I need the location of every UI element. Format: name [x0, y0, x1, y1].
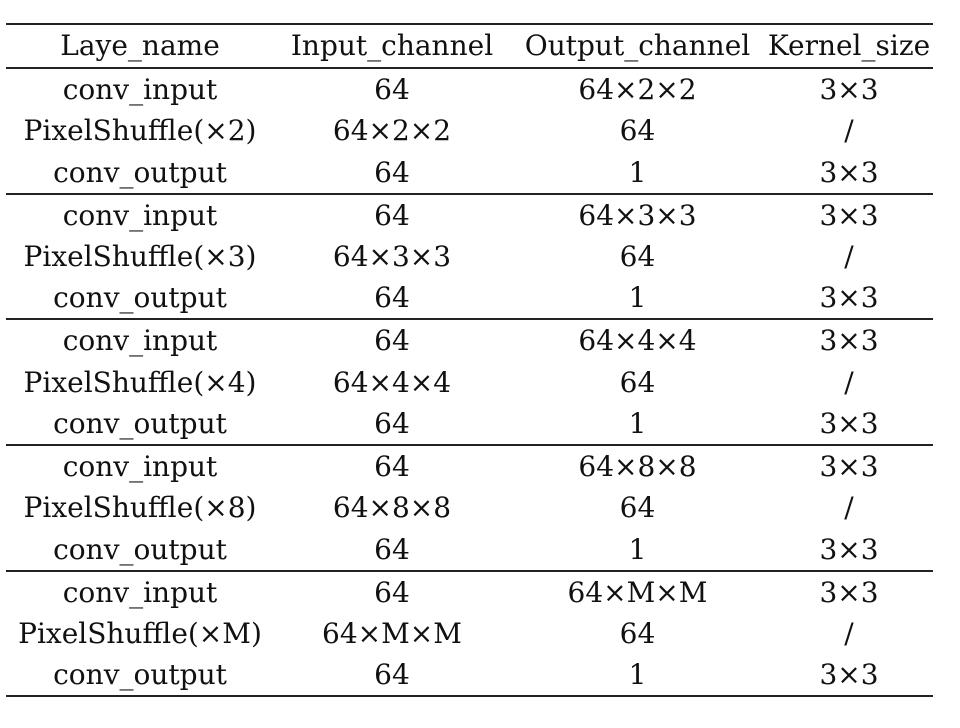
table-row: PixelShuffle(×M) 64×M×M 64 / — [6, 613, 933, 655]
table-body: conv_input 64 64×2×2 3×3 PixelShuffle(×2… — [6, 68, 933, 698]
cell-layer-name: conv_input — [62, 575, 218, 609]
cell-output-channel: 64×3×3 — [578, 198, 697, 232]
cell-input-channel: 64×M×M — [322, 617, 462, 651]
cell-kernel-size: 3×3 — [819, 324, 879, 358]
cell-layer-name: PixelShuffle(×8) — [23, 491, 257, 525]
table-row: conv_output 64 1 3×3 — [6, 403, 933, 447]
cell-input-channel: 64 — [374, 324, 410, 358]
layer-config-table: Laye_name Input_channel Output_channel K… — [6, 23, 933, 698]
cell-input-channel: 64 — [374, 575, 410, 609]
cell-input-channel: 64 — [374, 450, 410, 484]
cell-kernel-size: 3×3 — [765, 528, 933, 572]
table-header: Laye_name Input_channel Output_channel K… — [6, 23, 933, 69]
cell-input-channel: 64×8×8 — [332, 491, 452, 525]
cell-kernel-size: 3×3 — [765, 403, 933, 447]
cell-input-channel: 64 — [374, 198, 410, 232]
cell-layer-name: PixelShuffle(×M) — [18, 617, 262, 651]
table-row: conv_output 64 1 3×3 — [6, 151, 933, 195]
header-output-channel: Output_channel — [510, 23, 765, 69]
header-input-channel: Input_channel — [274, 23, 510, 69]
header-row: Laye_name Input_channel Output_channel K… — [6, 23, 933, 69]
cell-layer-name: conv_input — [62, 198, 218, 232]
cell-input-channel: 64×3×3 — [332, 240, 452, 274]
cell-input-channel: 64 — [274, 277, 510, 321]
layer-config-table-container: Laye_name Input_channel Output_channel K… — [6, 23, 933, 698]
cell-input-channel: 64 — [274, 654, 510, 698]
cell-output-channel: 1 — [510, 654, 765, 698]
table-row: PixelShuffle(×2) 64×2×2 64 / — [6, 110, 933, 152]
cell-kernel-size: 3×3 — [819, 575, 879, 609]
cell-output-channel: 1 — [510, 151, 765, 195]
table-row: PixelShuffle(×4) 64×4×4 64 / — [6, 361, 933, 403]
table-row: PixelShuffle(×8) 64×8×8 64 / — [6, 487, 933, 529]
cell-kernel-size: / — [844, 114, 854, 148]
cell-kernel-size: 3×3 — [765, 654, 933, 698]
cell-input-channel: 64 — [274, 151, 510, 195]
cell-layer-name: conv_input — [62, 73, 218, 106]
cell-output-channel: 1 — [510, 403, 765, 447]
cell-output-channel: 64 — [619, 240, 656, 274]
table-row: conv_input 64 64×4×4 3×3 — [6, 319, 933, 361]
cell-output-channel: 64×2×2 — [578, 73, 697, 106]
cell-input-channel: 64 — [274, 528, 510, 572]
cell-input-channel: 64 — [374, 73, 410, 106]
cell-output-channel: 64 — [619, 491, 656, 525]
cell-output-channel: 64×M×M — [567, 575, 708, 609]
cell-kernel-size: 3×3 — [819, 450, 879, 484]
cell-input-channel: 64×2×2 — [332, 114, 452, 148]
cell-input-channel: 64×4×4 — [332, 365, 452, 399]
cell-layer-name: conv_output — [6, 277, 274, 321]
cell-output-channel: 64 — [619, 365, 656, 399]
cell-output-channel: 1 — [510, 277, 765, 321]
cell-kernel-size: / — [844, 240, 854, 274]
table-row: conv_input 64 64×M×M 3×3 — [6, 571, 933, 613]
cell-layer-name: PixelShuffle(×3) — [23, 240, 257, 274]
cell-layer-name: conv_output — [6, 528, 274, 572]
cell-kernel-size: 3×3 — [765, 151, 933, 195]
cell-kernel-size: / — [844, 491, 854, 525]
cell-layer-name: conv_output — [6, 403, 274, 447]
cell-layer-name: conv_input — [62, 324, 218, 358]
header-layer-name: Laye_name — [6, 23, 274, 69]
table-row: PixelShuffle(×3) 64×3×3 64 / — [6, 236, 933, 278]
table-row: conv_input 64 64×8×8 3×3 — [6, 445, 933, 487]
cell-layer-name: PixelShuffle(×4) — [23, 365, 257, 399]
cell-layer-name: conv_input — [62, 450, 218, 484]
cell-output-channel: 64 — [619, 617, 656, 651]
cell-kernel-size: / — [844, 617, 854, 651]
cell-kernel-size: 3×3 — [765, 277, 933, 321]
table-row: conv_input 64 64×2×2 3×3 — [6, 68, 933, 110]
cell-kernel-size: / — [844, 365, 854, 399]
header-kernel-size: Kernel_size — [765, 23, 933, 69]
cell-kernel-size: 3×3 — [819, 73, 879, 106]
table-row: conv_input 64 64×3×3 3×3 — [6, 194, 933, 236]
cell-layer-name: conv_output — [6, 151, 274, 195]
cell-output-channel: 1 — [510, 528, 765, 572]
cell-output-channel: 64×8×8 — [578, 450, 697, 484]
cell-layer-name: conv_output — [6, 654, 274, 698]
cell-output-channel: 64 — [619, 114, 656, 148]
cell-kernel-size: 3×3 — [819, 198, 879, 232]
cell-layer-name: PixelShuffle(×2) — [23, 114, 257, 148]
table-row: conv_output 64 1 3×3 — [6, 528, 933, 572]
table-row: conv_output 64 1 3×3 — [6, 654, 933, 698]
cell-output-channel: 64×4×4 — [578, 324, 697, 358]
table-row: conv_output 64 1 3×3 — [6, 277, 933, 321]
cell-input-channel: 64 — [274, 403, 510, 447]
